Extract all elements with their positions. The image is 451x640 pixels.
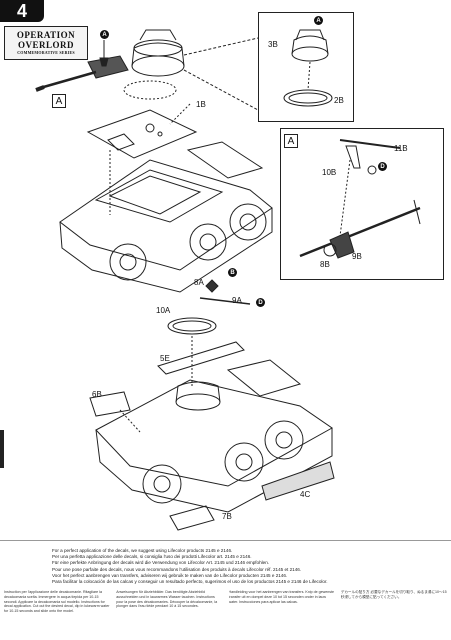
brand-line1: OPERATION	[16, 30, 76, 40]
marker-d-callout: D	[378, 162, 387, 171]
part-label-6b: 6B	[92, 390, 102, 399]
step-number-badge: 4	[0, 0, 44, 22]
marker-b: B	[228, 268, 237, 277]
brand-logo: OPERATION OVERLORD COMMEMORATIVE SERIES	[4, 26, 88, 60]
brand-line2: OVERLORD	[17, 40, 74, 50]
assembly-drawing	[35, 29, 421, 531]
part-label-5e: 5E	[160, 354, 170, 363]
upper-hull-drawing	[59, 141, 273, 293]
lower-vehicle-drawing	[89, 359, 335, 531]
part-label-9a: 9A	[232, 296, 242, 305]
footer-line: Pour une pose parfaite des decals, nous …	[52, 566, 302, 572]
footer-instruction-columns: Instruction per l'applicazione delle dec…	[4, 590, 447, 636]
callout-gun-detail	[280, 128, 444, 280]
marker-a-top: A	[100, 30, 109, 39]
footer-line: Für eine perfekte Anbringung der decals …	[52, 560, 270, 566]
footer-col-3: Handleiding voor het aanbrengen van tran…	[228, 590, 335, 604]
part-label-11b: 11B	[394, 144, 408, 153]
footer-line: Para facilitar la colocación de las calc…	[52, 579, 328, 585]
page-edge-tab	[0, 430, 4, 468]
part-label-10a: 10A	[156, 306, 171, 315]
footer-col-1: Instruction per l'applicazione delle dec…	[4, 590, 110, 614]
reference-box-a: A	[52, 94, 66, 108]
part-label-1b: 1B	[196, 100, 206, 109]
reference-box-a-callout: A	[284, 134, 298, 148]
footer-divider	[0, 540, 451, 541]
marker-a-callout: A	[314, 16, 323, 25]
part-label-3b: 3B	[268, 40, 278, 49]
part-label-7b: 7B	[222, 512, 232, 521]
brand-line3: COMMEMORATIVE SERIES	[17, 50, 75, 55]
part-label-4c: 4C	[300, 490, 311, 499]
callout-gun-drawing	[299, 139, 421, 259]
footer-line: Voor het perfect aanbrengen van transfer…	[52, 572, 288, 578]
footer-decal-notes: For a perfect application of the decals,…	[52, 548, 402, 585]
part-label-8a: 8A	[194, 278, 204, 287]
footer-line: Per una perfetta applicazione delle deca…	[52, 554, 252, 560]
small-parts-drawing	[157, 279, 251, 388]
part-label-9b: 9B	[352, 252, 362, 261]
marker-d-middle: D	[256, 298, 265, 307]
part-label-8b: 8B	[320, 260, 330, 269]
footer-col-4: デカールの貼り方 必要なデカールを切り取り、ぬるま湯に10〜15秒浸してから模型…	[340, 590, 447, 599]
turret-top-drawing	[35, 29, 185, 92]
footer-line: For a perfect application of the decals,…	[52, 548, 233, 553]
callout-turret-drawing	[283, 29, 333, 107]
hatch-plate-drawing	[86, 80, 198, 159]
part-label-2b: 2B	[334, 96, 344, 105]
part-label-10b: 10B	[322, 168, 337, 177]
footer-col-2: Anweisungen für Abziehbilder. Das benöti…	[116, 590, 218, 609]
